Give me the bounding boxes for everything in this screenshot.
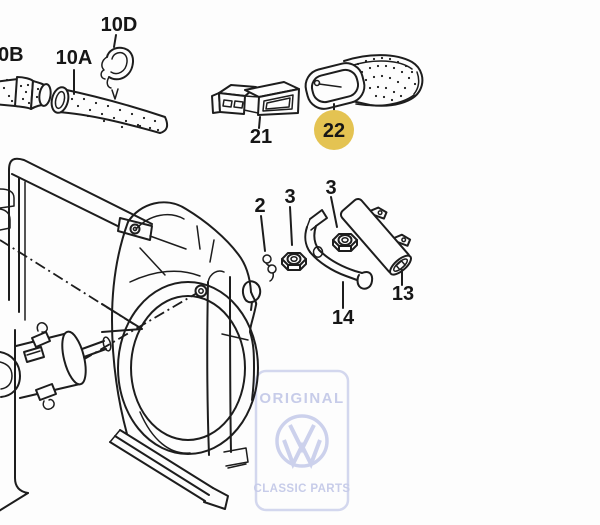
- watermark-top-text: ORIGINAL: [259, 390, 344, 407]
- part-10A-hose-drawing: [50, 86, 169, 134]
- leader-line-2: [260, 215, 266, 252]
- stipple-texture: [70, 97, 160, 132]
- motor-axis-line: [63, 292, 198, 372]
- center-line: [0, 239, 141, 329]
- part-3-nut-drawing: [281, 252, 307, 271]
- part-label-10D[interactable]: 10D: [101, 14, 138, 36]
- watermark-bottom-text: CLASSIC PARTS: [254, 483, 351, 495]
- fan-motor-drawing: [0, 292, 198, 410]
- part-13-cylinder-drawing: [339, 198, 412, 286]
- part-labels: 0B 10A 10D 21 22 2 3 3 13 14: [0, 14, 414, 329]
- part-label-13[interactable]: 13: [392, 283, 414, 305]
- watermark: ORIGINAL CLASSIC PARTS: [254, 369, 351, 512]
- vw-logo-icon: [275, 414, 329, 469]
- part-label-14[interactable]: 14: [332, 307, 355, 329]
- part-10D-clamp-drawing: [100, 46, 135, 100]
- motor-clip-top: [31, 331, 51, 348]
- watermark-frame: [254, 369, 350, 512]
- motor-clip-bottom: [35, 383, 57, 401]
- part-label-21[interactable]: 21: [250, 126, 272, 148]
- part-14-bracket-drawing: [304, 209, 374, 309]
- highlight-circle[interactable]: [314, 110, 354, 150]
- part-10B-hose-drawing: [0, 76, 52, 110]
- stipple-texture: [2, 78, 40, 105]
- leader-line-3a: [289, 206, 293, 246]
- leader-line-10D: [113, 34, 117, 48]
- leader-line-3b: [330, 196, 338, 228]
- part-22-air-duct-drawing: [304, 54, 424, 150]
- part-label-22[interactable]: 22: [323, 120, 345, 142]
- part-label-2[interactable]: 2: [254, 195, 265, 217]
- part-2-clip-drawing: [260, 215, 277, 282]
- stipple-texture: [356, 56, 417, 102]
- part-21-connector-drawing: [211, 81, 300, 129]
- part-3-nut-drawing: [332, 233, 358, 252]
- fan-shroud-drawing: [101, 201, 262, 510]
- part-label-10B[interactable]: 0B: [0, 44, 24, 66]
- leader-line-21: [258, 116, 261, 129]
- part-label-3a[interactable]: 3: [284, 186, 295, 208]
- part-label-3b[interactable]: 3: [325, 177, 336, 199]
- part-label-10A[interactable]: 10A: [56, 47, 93, 69]
